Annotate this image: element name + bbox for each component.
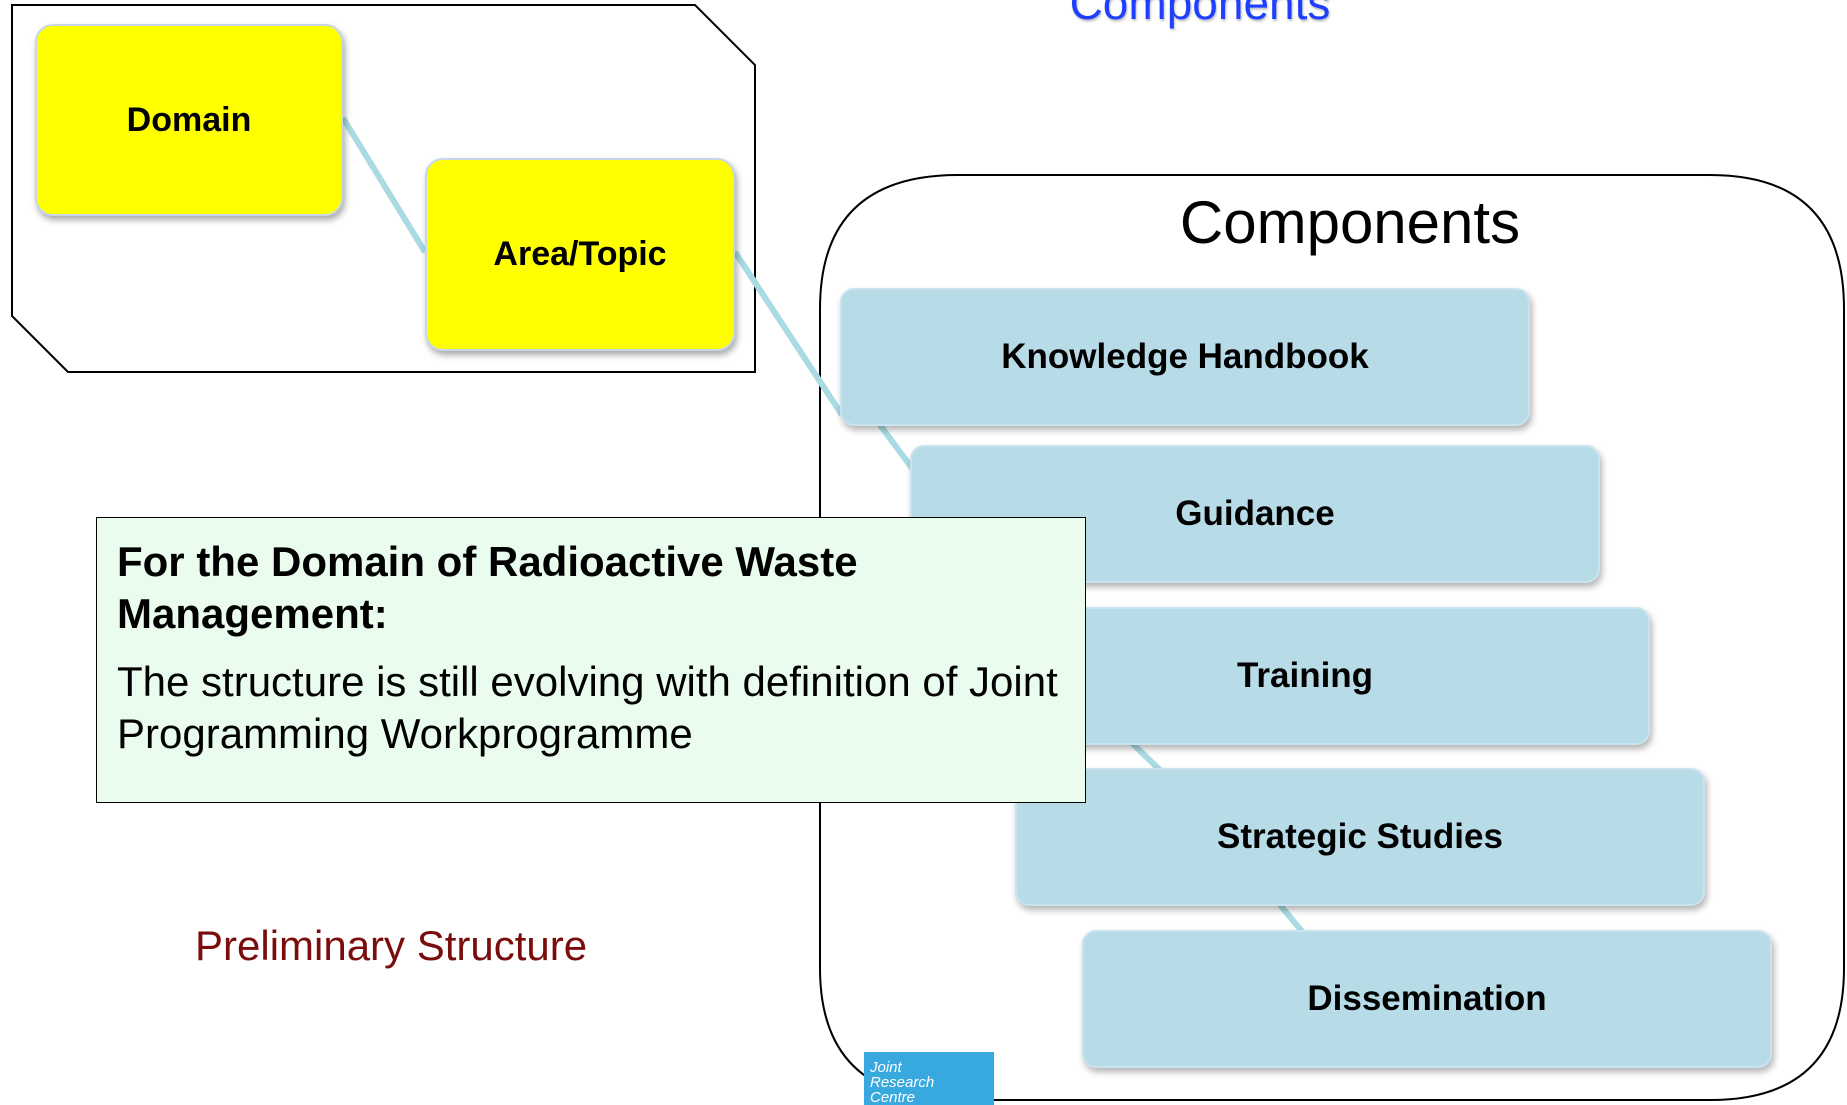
logo-line: Centre (870, 1089, 916, 1105)
connector-domain-area (340, 116, 428, 254)
callout-body: The structure is still evolving with def… (117, 658, 1058, 757)
domain-node-label: Domain (126, 100, 252, 139)
connector-knowledge-guidance (877, 423, 915, 470)
callout-box: For the Domain of Radioactive Waste Mana… (96, 517, 1086, 803)
component-strategic-studies: Strategic Studies (1015, 768, 1705, 906)
slide-title: Components (1069, 0, 1331, 29)
logo-line: Joint (870, 1059, 902, 1076)
component-guidance: Guidance (910, 445, 1600, 583)
area-topic-node-label: Area/Topic (493, 235, 667, 273)
preliminary-structure-note: Preliminary Structure (195, 922, 588, 969)
component-label: Guidance (1175, 494, 1335, 533)
components-frame (819, 174, 1845, 1101)
logo-line: Research (870, 1074, 935, 1091)
component-dissemination: Dissemination (1082, 930, 1772, 1068)
connector-area-knowledge (732, 250, 845, 417)
jrc-logo: Joint Research Centre (864, 1052, 994, 1105)
domain-node: Domain (35, 24, 343, 216)
area-topic-node: Area/Topic (425, 158, 735, 351)
callout-title: For the Domain of Radioactive Waste Mana… (117, 538, 858, 637)
component-label: Strategic Studies (1217, 817, 1503, 856)
component-label: Knowledge Handbook (1001, 337, 1369, 376)
hierarchy-frame (11, 4, 756, 373)
component-label: Dissemination (1307, 979, 1547, 1018)
components-heading: Components (1179, 189, 1521, 256)
component-knowledge-handbook: Knowledge Handbook (840, 288, 1530, 426)
component-label: Training (1236, 656, 1374, 695)
